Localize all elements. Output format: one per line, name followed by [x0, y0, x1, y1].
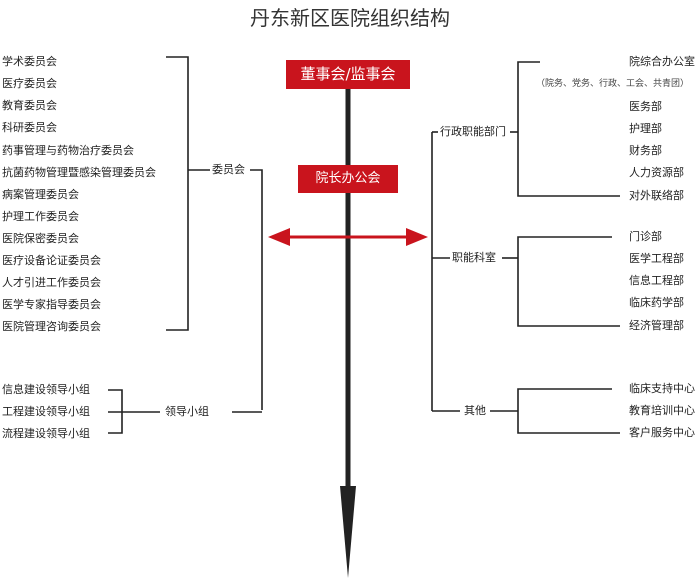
committee-item: 医学专家指导委员会 — [2, 298, 101, 311]
admin-bracket — [517, 61, 620, 197]
page-title: 丹东新区医院组织结构 — [250, 6, 450, 30]
other-item: 教育培训中心 — [629, 404, 695, 417]
leading-group-item: 工程建设领导小组 — [2, 405, 90, 418]
functional-item: 经济管理部 — [629, 319, 684, 332]
committee-item: 药事管理与药物治疗委员会 — [2, 144, 134, 157]
red-arrow-left-head — [268, 228, 290, 246]
committee-item: 病案管理委员会 — [2, 188, 79, 201]
other-bracket — [517, 388, 620, 434]
spine-arrowhead — [340, 486, 356, 578]
functional-item: 信息工程部 — [629, 274, 684, 287]
leading-group-item: 流程建设领导小组 — [2, 427, 90, 440]
admin-group-label: 行政职能部门 — [440, 125, 506, 138]
committee-item: 医院管理咨询委员会 — [2, 320, 101, 333]
admin-item: 人力资源部 — [629, 166, 684, 179]
committee-item: 医院保密委员会 — [2, 232, 79, 245]
other-item: 临床支持中心 — [629, 382, 695, 395]
red-arrow-right-head — [406, 228, 428, 246]
functional-item: 门诊部 — [629, 230, 662, 243]
board-label: 董事会/监事会 — [300, 65, 396, 83]
functional-item: 医学工程部 — [629, 252, 684, 265]
committee-item: 学术委员会 — [2, 55, 57, 68]
president-office-label: 院长办公会 — [315, 171, 381, 186]
admin-item: 护理部 — [629, 122, 662, 135]
board-box: 董事会/监事会 — [286, 60, 410, 89]
committee-item: 护理工作委员会 — [2, 210, 79, 223]
president-office-box: 院长办公会 — [298, 165, 398, 193]
admin-item: 对外联络部 — [629, 189, 684, 202]
other-group-label: 其他 — [464, 404, 486, 417]
committee-group-label: 委员会 — [212, 163, 245, 176]
functional-item: 临床药学部 — [629, 296, 684, 309]
committee-item: 医疗委员会 — [2, 77, 57, 90]
functional-bracket — [517, 236, 620, 327]
leading-group-item: 信息建设领导小组 — [2, 383, 90, 396]
admin-item: 院综合办公室 — [629, 55, 695, 68]
other-item: 客户服务中心 — [629, 426, 695, 439]
committee-item: 教育委员会 — [2, 99, 57, 112]
admin-item: 医务部 — [629, 100, 662, 113]
admin-item: 财务部 — [629, 144, 662, 157]
committee-item: 科研委员会 — [2, 121, 57, 134]
committee-item: 人才引进工作委员会 — [2, 276, 101, 289]
committee-item: 抗菌药物管理暨感染管理委员会 — [2, 166, 156, 179]
committee-item: 医疗设备论证委员会 — [2, 254, 101, 267]
admin-note: （院务、党务、行政、工会、共青团） — [536, 79, 690, 89]
committee-link — [250, 169, 263, 410]
committee-bracket — [166, 56, 189, 331]
functional-group-label: 职能科室 — [452, 251, 496, 264]
leading-group-label: 领导小组 — [165, 405, 209, 418]
